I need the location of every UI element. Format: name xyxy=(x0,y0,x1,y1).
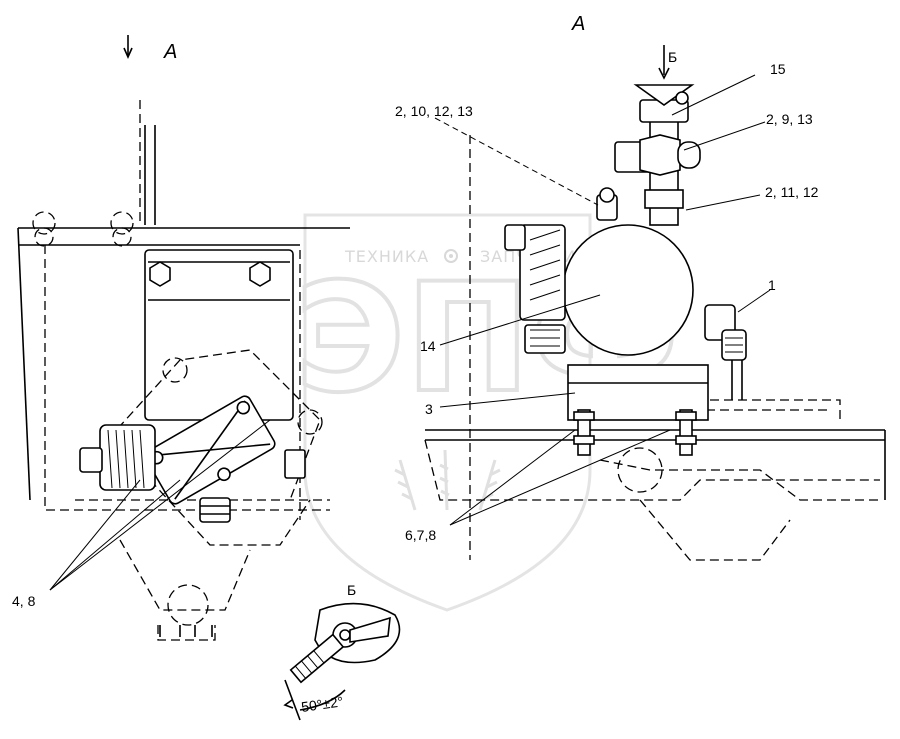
callout-15: 15 xyxy=(770,61,786,77)
left-view-assembly xyxy=(17,100,350,641)
view-a-right-label: А xyxy=(571,13,585,35)
callout-2-9-13: 2, 9, 13 xyxy=(766,111,813,127)
callout-4-8: 4, 8 xyxy=(12,593,36,609)
callout-6-7-8: 6,7,8 xyxy=(405,527,436,543)
callout-2-11-12: 2, 11, 12 xyxy=(765,184,819,200)
detail-view-b: 50°±2° xyxy=(283,602,401,721)
right-view-assembly xyxy=(424,84,886,561)
callout-3: 3 xyxy=(425,401,433,417)
gear-icon xyxy=(444,249,458,263)
callout-14: 14 xyxy=(420,338,436,354)
callout-1: 1 xyxy=(768,277,776,293)
view-b-detail-label: Б xyxy=(347,582,356,598)
watermark-left-text: ТЕХНИКА xyxy=(344,247,429,266)
labels: А А Б Б 15 2, 10, 12, 13 2, 9, 13 2, 11,… xyxy=(12,13,819,609)
view-b-top-label: Б xyxy=(668,49,677,65)
watermark-wheat xyxy=(394,449,501,511)
leader-lines xyxy=(49,35,771,591)
angle-annotation: 50°±2° xyxy=(300,693,344,715)
view-a-left-label: А xyxy=(163,41,177,63)
callout-2-10-12-13: 2, 10, 12, 13 xyxy=(395,103,473,119)
